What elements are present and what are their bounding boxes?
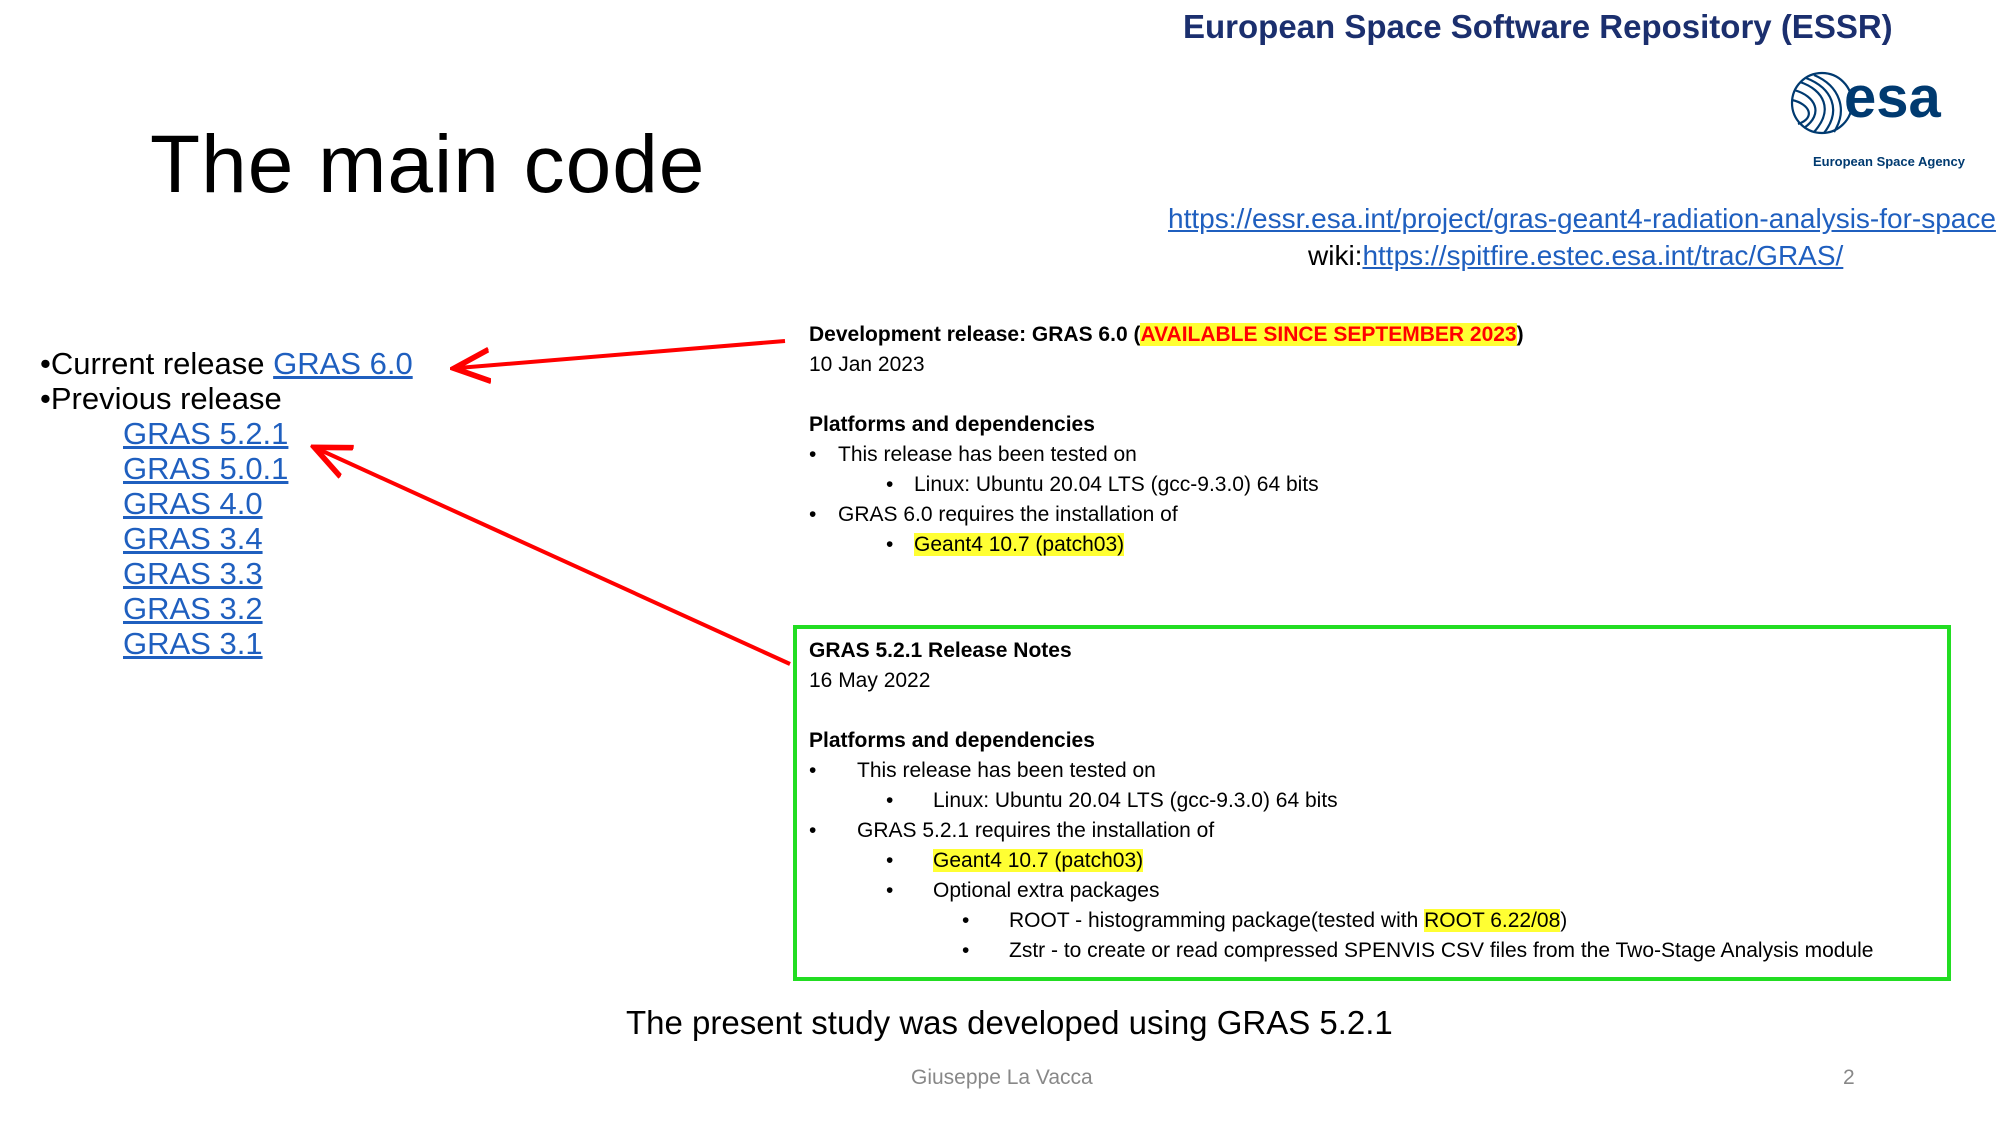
root-version-highlight: ROOT 6.22/08 <box>1424 909 1561 932</box>
wiki-line: wiki:https://spitfire.estec.esa.int/trac… <box>1308 240 1843 272</box>
dev-platforms-heading: Platforms and dependencies <box>809 413 1095 436</box>
dev-release-heading: Development release: GRAS 6.0 (AVAILABLE… <box>809 320 1524 350</box>
dev-release-date: 10 Jan 2023 <box>809 353 925 376</box>
release-list: •Current release GRAS 6.0 •Previous rele… <box>40 346 413 661</box>
root-suffix: ) <box>1560 909 1568 932</box>
dev-heading-prefix: Development release: GRAS 6.0 ( <box>809 323 1141 346</box>
previous-release-link[interactable]: GRAS 5.0.1 <box>123 451 289 486</box>
gras-521-bullet-tested: • This release has been tested on <box>809 756 1873 786</box>
current-release-label: •Current release <box>40 346 274 381</box>
bullet-dot: • <box>962 909 970 932</box>
gras-521-notes: GRAS 5.2.1 Release Notes 16 May 2022 Pla… <box>809 636 1873 966</box>
bullet-dot: • <box>886 533 894 556</box>
gras-521-bullet-geant4: • Geant4 10.7 (patch03) <box>809 846 1873 876</box>
availability-highlight: AVAILABLE SINCE SEPTEMBER 2023 <box>1140 323 1517 346</box>
dev-bullet-requires: • GRAS 6.0 requires the installation of <box>809 500 1524 530</box>
previous-release-link[interactable]: GRAS 4.0 <box>123 486 263 521</box>
bullet-dot: • <box>886 849 894 872</box>
bullet-dot: • <box>809 819 817 842</box>
bullet-dot: • <box>962 939 970 962</box>
gras-521-date: 16 May 2022 <box>809 669 931 692</box>
gras-521-platform-text: Linux: Ubuntu 20.04 LTS (gcc-9.3.0) 64 b… <box>933 789 1338 812</box>
dev-bullet-platform: • Linux: Ubuntu 20.04 LTS (gcc-9.3.0) 64 … <box>809 470 1524 500</box>
esa-globe-icon <box>1790 71 1854 135</box>
gras-521-bullet-zstr: • Zstr - to create or read compressed SPE… <box>809 936 1873 966</box>
dev-bullet-tested: • This release has been tested on <box>809 440 1524 470</box>
study-note: The present study was developed using GR… <box>626 1004 1393 1041</box>
wiki-url-link[interactable]: https://spitfire.estec.esa.int/trac/GRAS… <box>1362 240 1844 271</box>
dev-requires-text: GRAS 6.0 requires the installation of <box>838 503 1178 526</box>
esa-logo-text: esa <box>1844 65 1941 130</box>
dev-geant4-highlight: Geant4 10.7 (patch03) <box>914 533 1125 556</box>
arrow-to-current-release <box>458 339 786 368</box>
gras-521-optional-text: Optional extra packages <box>933 879 1160 902</box>
previous-release-label: •Previous release <box>40 381 282 416</box>
gras-521-bullet-optional: • Optional extra packages <box>809 876 1873 906</box>
gras-521-geant4-highlight: Geant4 10.7 (patch03) <box>933 849 1144 872</box>
gras-521-zstr-text: Zstr - to create or read compressed SPEN… <box>1009 939 1874 962</box>
bullet-dot: • <box>886 473 894 496</box>
previous-release-link[interactable]: GRAS 3.4 <box>123 521 263 556</box>
gras-521-tested-text: This release has been tested on <box>857 759 1156 782</box>
repository-title: European Space Software Repository (ESSR… <box>1183 8 1893 45</box>
gras-521-heading: GRAS 5.2.1 Release Notes <box>809 639 1072 662</box>
bullet-dot: • <box>809 503 817 526</box>
bullet-dot: • <box>809 443 817 466</box>
bullet-dot: • <box>886 789 894 812</box>
author-name: Giuseppe La Vacca <box>911 1066 1093 1089</box>
esa-logo: esa European Space Agency <box>1784 65 1965 175</box>
release-notes-box <box>793 625 1951 981</box>
previous-release-link[interactable]: GRAS 5.2.1 <box>123 416 289 451</box>
dev-heading-suffix: ) <box>1516 323 1524 346</box>
gras-521-bullet-platform: • Linux: Ubuntu 20.04 LTS (gcc-9.3.0) 64 … <box>809 786 1873 816</box>
arrow-to-gras-521 <box>318 449 791 666</box>
bullet-dot: • <box>886 879 894 902</box>
dev-platform-text: Linux: Ubuntu 20.04 LTS (gcc-9.3.0) 64 b… <box>914 473 1319 496</box>
gras-521-bullet-requires: • GRAS 5.2.1 requires the installation of <box>809 816 1873 846</box>
current-release-link[interactable]: GRAS 6.0 <box>273 346 413 381</box>
page-number: 2 <box>1843 1066 1855 1089</box>
dev-release-notes: Development release: GRAS 6.0 (AVAILABLE… <box>809 320 1524 560</box>
gras-521-platforms-heading: Platforms and dependencies <box>809 729 1095 752</box>
root-prefix: ROOT - histogramming package(tested with <box>1009 909 1425 932</box>
project-url[interactable]: https://essr.esa.int/project/gras-geant4… <box>1168 203 1996 234</box>
dev-bullet-geant4: • Geant4 10.7 (patch03) <box>809 530 1524 560</box>
bullet-dot: • <box>809 759 817 782</box>
slide-title: The main code <box>150 119 706 210</box>
gras-521-bullet-root: • ROOT - histogramming package(tested wit… <box>809 906 1873 936</box>
previous-release-link[interactable]: GRAS 3.1 <box>123 626 263 661</box>
project-url-link[interactable]: https://essr.esa.int/project/gras-geant4… <box>1168 203 1996 235</box>
gras-521-requires-text: GRAS 5.2.1 requires the installation of <box>857 819 1215 842</box>
wiki-prefix: wiki: <box>1308 240 1363 271</box>
current-release-row: •Current release GRAS 6.0 <box>40 346 413 381</box>
previous-release-link[interactable]: GRAS 3.3 <box>123 556 263 591</box>
previous-release-link[interactable]: GRAS 3.2 <box>123 591 263 626</box>
dev-tested-text: This release has been tested on <box>838 443 1137 466</box>
esa-logo-caption: European Space Agency <box>1813 154 1965 169</box>
